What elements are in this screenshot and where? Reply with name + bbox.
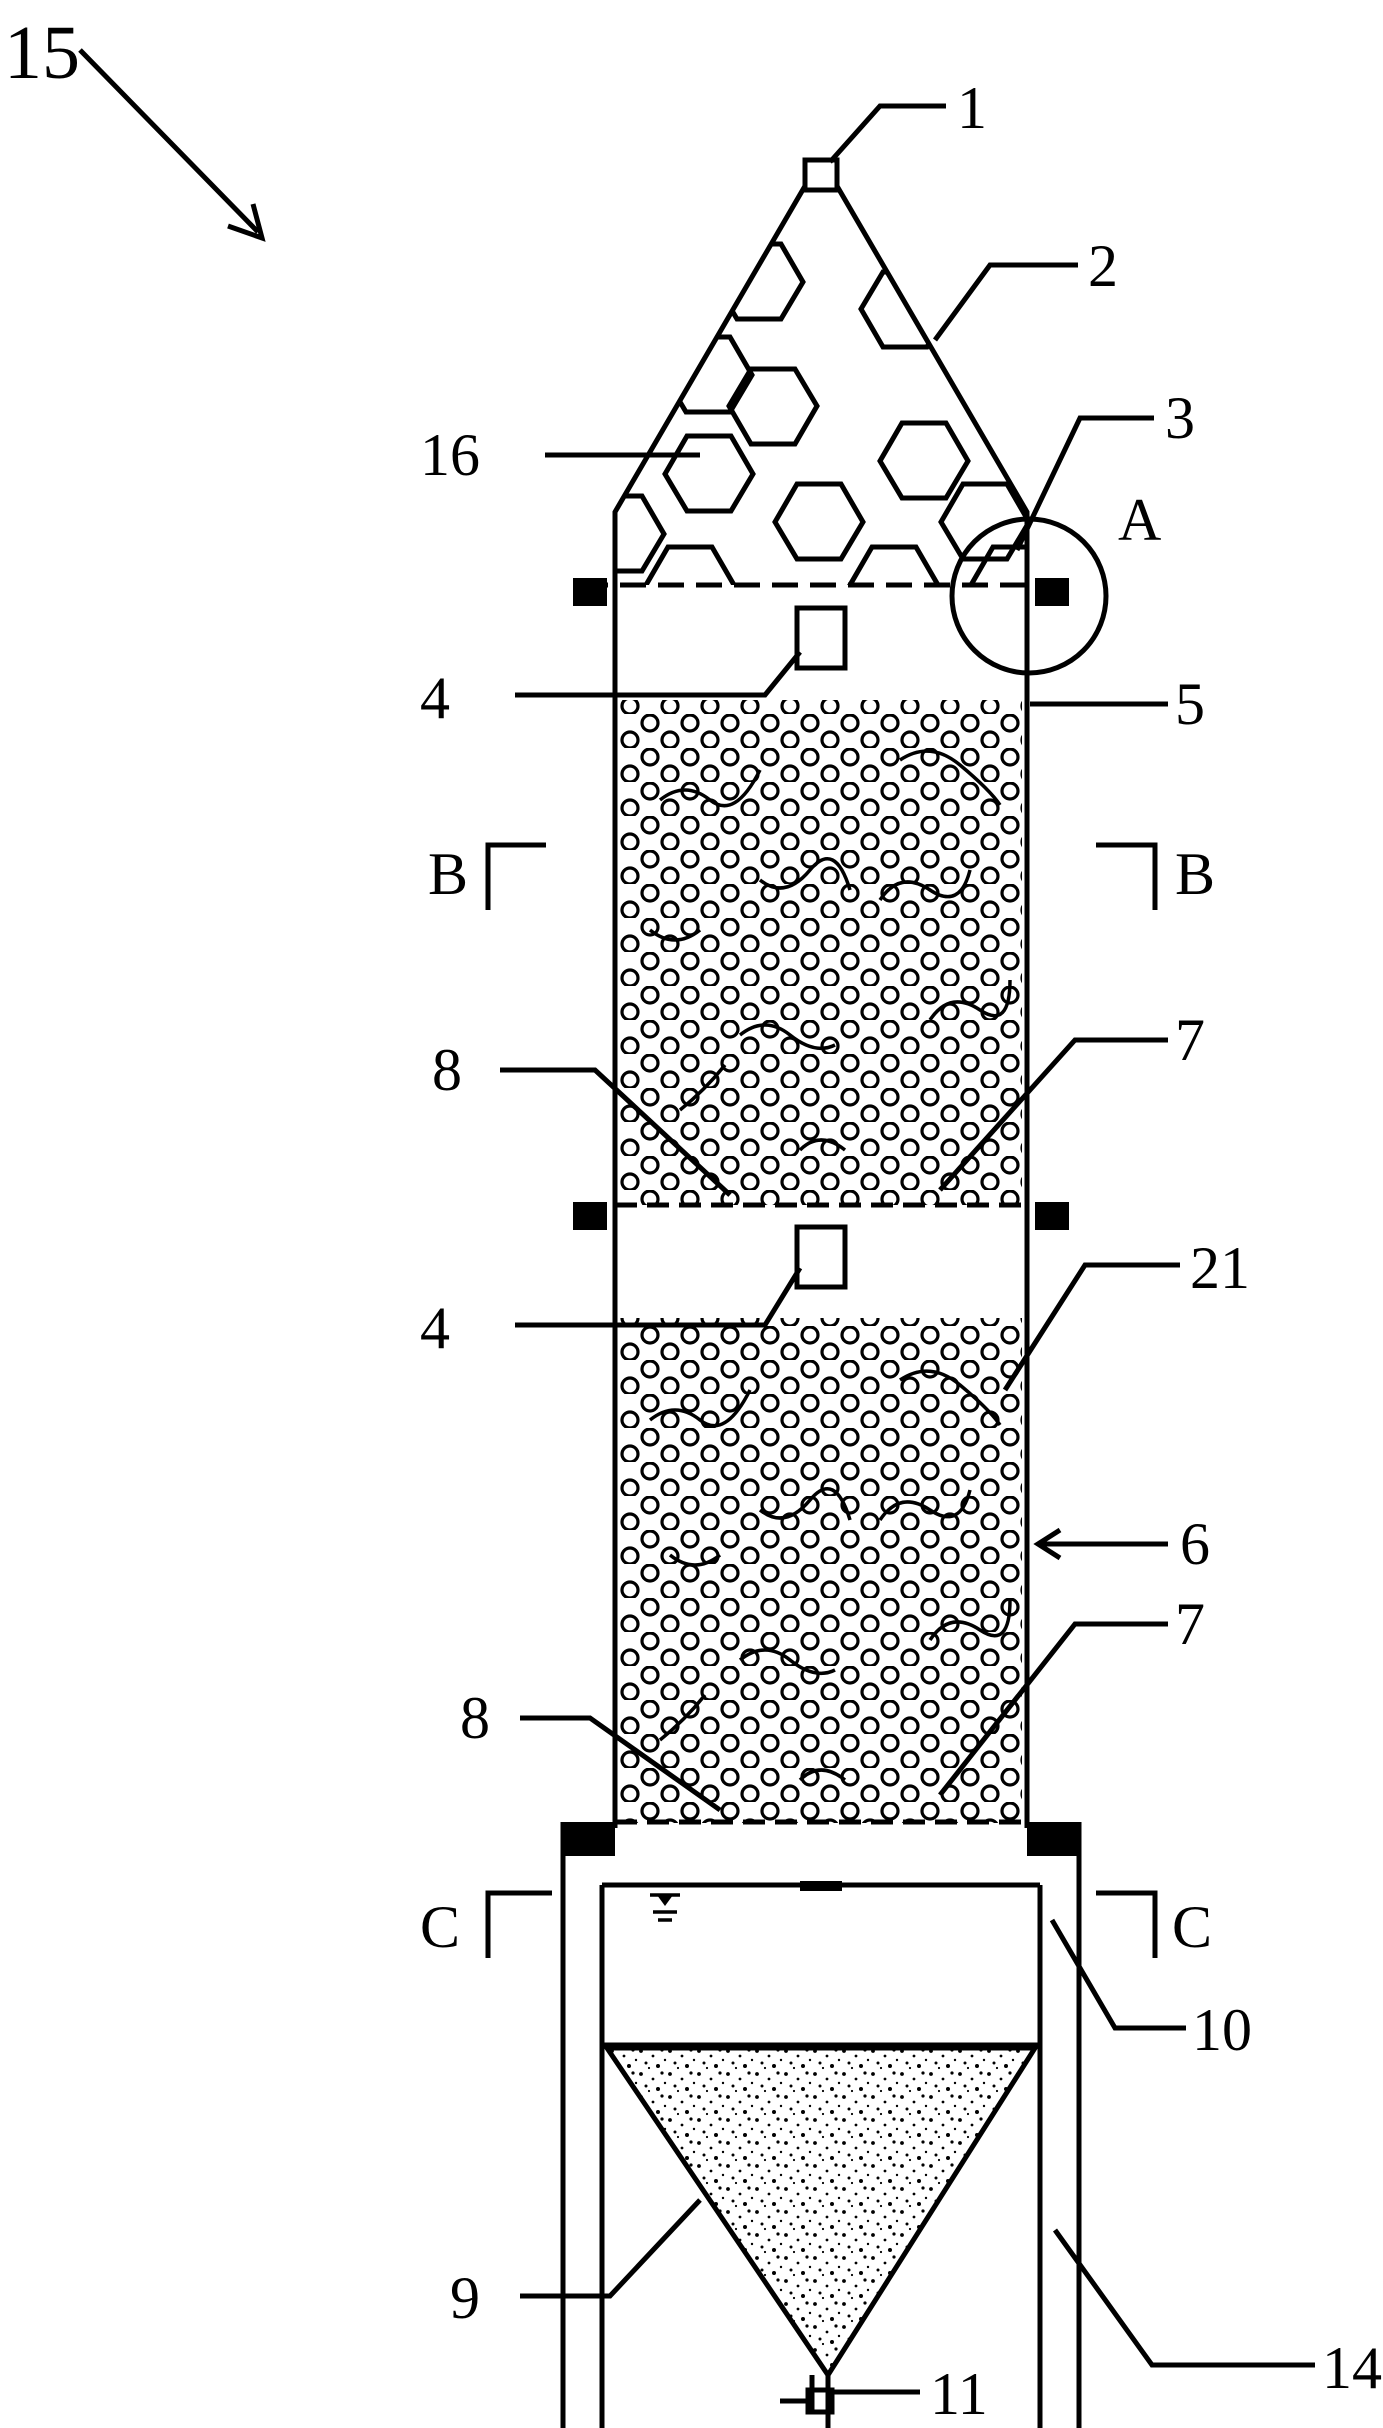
- base-flange-right: [1027, 1822, 1077, 1856]
- label-16: 16: [420, 422, 480, 488]
- label-10: 10: [1192, 1997, 1252, 2063]
- label-2: 2: [1088, 233, 1118, 299]
- microbe-squiggles-upper: [648, 749, 1012, 1152]
- section-b-right: B: [1175, 841, 1215, 907]
- sensor-box-lower: [794, 1224, 848, 1290]
- upper-module: [573, 578, 1069, 1208]
- base-flange-left: [565, 1822, 615, 1856]
- roof-cap: [582, 157, 1060, 588]
- vent-pipe: [802, 157, 840, 193]
- detail-marker-label: A: [1118, 487, 1161, 553]
- label-7-lower: 7: [1175, 1591, 1205, 1657]
- label-7-upper: 7: [1175, 1007, 1205, 1073]
- sludge-hopper: [602, 2045, 1040, 2380]
- packing-rings-lower: [620, 1318, 1022, 1823]
- detail-marker-a: A: [949, 487, 1161, 676]
- label-4-lower: 4: [420, 1295, 450, 1361]
- packing-rings-upper: [620, 700, 1022, 1205]
- flange-left-mid: [573, 1202, 607, 1230]
- lower-module: [573, 1202, 1069, 1828]
- label-14: 14: [1322, 2335, 1382, 2401]
- drain-valve: [780, 2375, 835, 2428]
- flange-left: [573, 578, 607, 606]
- label-8-lower: 8: [460, 1685, 490, 1751]
- label-21: 21: [1190, 1235, 1250, 1301]
- label-1: 1: [957, 75, 987, 141]
- label-6: 6: [1180, 1511, 1210, 1577]
- flange-right-mid: [1035, 1202, 1069, 1230]
- part-labels: 1 2 3 16 4 5 8 7 4 21 6 7 8 10 9 11 14: [420, 75, 1382, 2427]
- label-8-upper: 8: [432, 1037, 462, 1103]
- water-level-icon: [650, 1893, 680, 1922]
- overflow-weir: [800, 1881, 842, 1891]
- hexagonal-fill: [615, 241, 1027, 585]
- section-marker-c: C C: [420, 1890, 1212, 1960]
- label-9: 9: [450, 2265, 480, 2331]
- figure-arrow: [78, 48, 266, 242]
- label-3: 3: [1165, 385, 1195, 451]
- label-4-upper: 4: [420, 665, 450, 731]
- figure-number: 15: [4, 11, 80, 95]
- section-b-left: B: [428, 841, 468, 907]
- base-tank: [560, 1822, 1082, 2428]
- section-c-right: C: [1172, 1894, 1212, 1960]
- sensor-box-upper: [794, 605, 848, 671]
- microbe-squiggles-lower: [648, 1369, 1012, 1782]
- label-11: 11: [930, 2361, 988, 2427]
- label-5: 5: [1175, 671, 1205, 737]
- leader-lines: [500, 103, 1315, 2395]
- flange-right: [1035, 578, 1069, 606]
- section-marker-b: B B: [428, 841, 1215, 910]
- section-c-left: C: [420, 1894, 460, 1960]
